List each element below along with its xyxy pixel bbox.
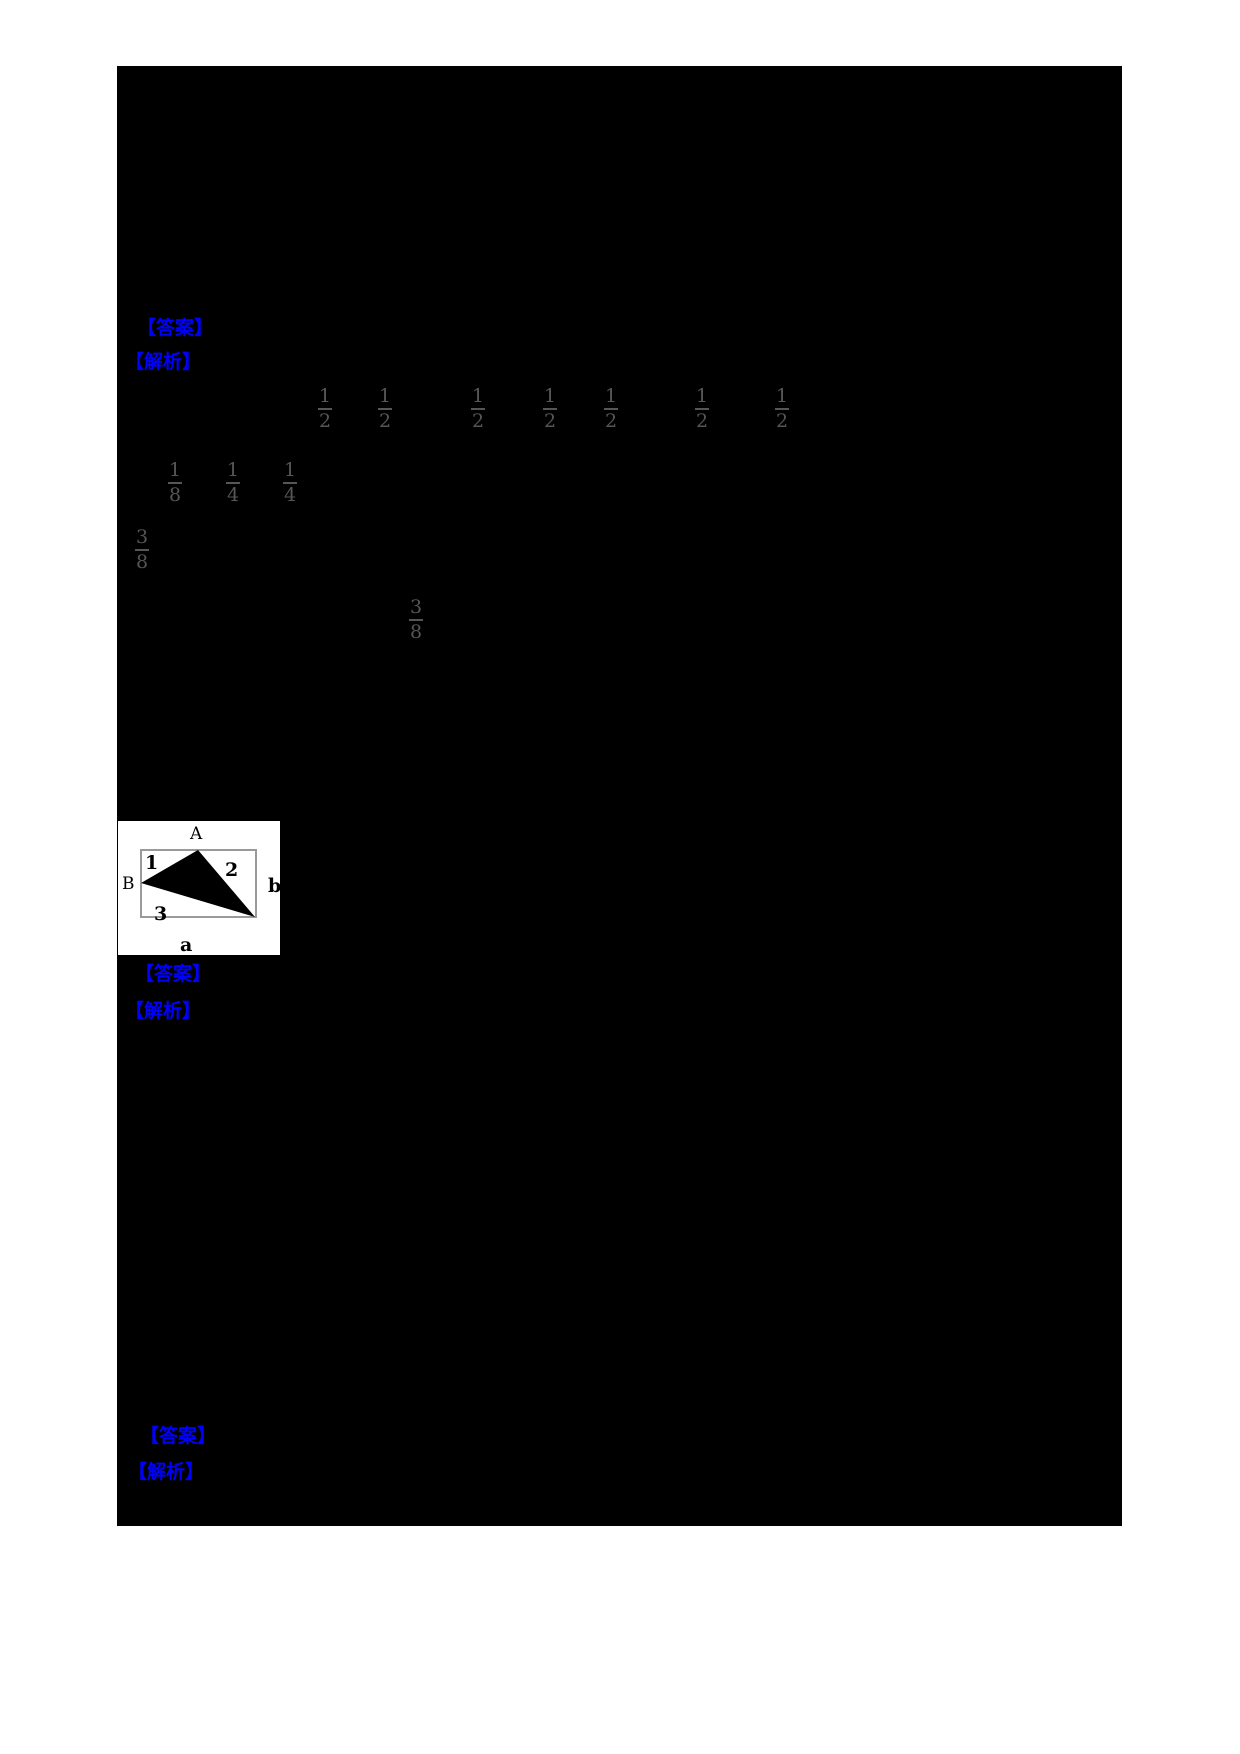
fraction-one-half: 1 2: [775, 387, 789, 431]
fraction-denominator: 2: [604, 410, 618, 432]
fraction-one-half: 1 2: [378, 387, 392, 431]
fraction-denominator: 2: [775, 410, 789, 432]
answer-heading-3: 【答案】: [140, 1426, 217, 1447]
fraction-numerator: 1: [543, 385, 557, 407]
fraction-three-eighths: 3 8: [135, 528, 149, 572]
figure-triangle: [141, 850, 255, 917]
fraction-one-half: 1 2: [695, 387, 709, 431]
fraction-numerator: 1: [378, 385, 392, 407]
answer-heading-2: 【答案】: [135, 964, 212, 985]
fraction-numerator: 3: [409, 596, 423, 618]
geometry-figure-image: A B 1 2 3 b a: [118, 821, 282, 956]
fraction-numerator: 3: [135, 526, 149, 548]
figure-label-region-1: 1: [145, 852, 159, 874]
fraction-one-quarter: 1 4: [283, 461, 297, 505]
fraction-denominator: 8: [168, 484, 182, 506]
content-area: 【答案】 【解析】 1 2 1 2 1 2 1 2 1 2 1 2 1 2 1 …: [117, 66, 1122, 1526]
fraction-denominator: 8: [409, 621, 423, 643]
fraction-bar: [695, 408, 709, 410]
fraction-denominator: 2: [318, 410, 332, 432]
fraction-bar: [604, 408, 618, 410]
figure-label-side-b: b: [268, 875, 282, 897]
fraction-one-half: 1 2: [471, 387, 485, 431]
fraction-denominator: 8: [135, 551, 149, 573]
fraction-numerator: 1: [471, 385, 485, 407]
fraction-three-eighths: 3 8: [409, 598, 423, 642]
fraction-denominator: 2: [471, 410, 485, 432]
fraction-bar: [775, 408, 789, 410]
fraction-numerator: 1: [283, 459, 297, 481]
fraction-numerator: 1: [226, 459, 240, 481]
analysis-heading-2: 【解析】: [125, 1001, 202, 1022]
figure-label-region-3: 3: [154, 903, 168, 925]
fraction-bar: [226, 482, 240, 484]
fraction-numerator: 1: [775, 385, 789, 407]
fraction-one-half: 1 2: [318, 387, 332, 431]
fraction-one-eighth: 1 8: [168, 461, 182, 505]
analysis-heading-1: 【解析】: [125, 352, 202, 373]
fraction-bar: [409, 619, 423, 621]
fraction-denominator: 4: [226, 484, 240, 506]
fraction-numerator: 1: [695, 385, 709, 407]
fraction-one-quarter: 1 4: [226, 461, 240, 505]
figure-label-vertex-a: A: [190, 824, 203, 844]
fraction-numerator: 1: [168, 459, 182, 481]
figure-label-side-a: a: [180, 934, 193, 956]
fraction-numerator: 1: [318, 385, 332, 407]
fraction-one-half: 1 2: [604, 387, 618, 431]
fraction-denominator: 2: [378, 410, 392, 432]
fraction-bar: [471, 408, 485, 410]
fraction-bar: [135, 549, 149, 551]
fraction-bar: [283, 482, 297, 484]
answer-heading-1: 【答案】: [137, 318, 214, 339]
fraction-bar: [318, 408, 332, 410]
figure-label-region-2: 2: [225, 859, 239, 881]
figure-label-vertex-b: B: [122, 874, 135, 894]
fraction-one-half: 1 2: [543, 387, 557, 431]
fraction-bar: [168, 482, 182, 484]
fraction-denominator: 4: [283, 484, 297, 506]
fraction-bar: [378, 408, 392, 410]
fraction-denominator: 2: [543, 410, 557, 432]
fraction-bar: [543, 408, 557, 410]
fraction-numerator: 1: [604, 385, 618, 407]
fraction-denominator: 2: [695, 410, 709, 432]
analysis-heading-3: 【解析】: [128, 1462, 205, 1483]
